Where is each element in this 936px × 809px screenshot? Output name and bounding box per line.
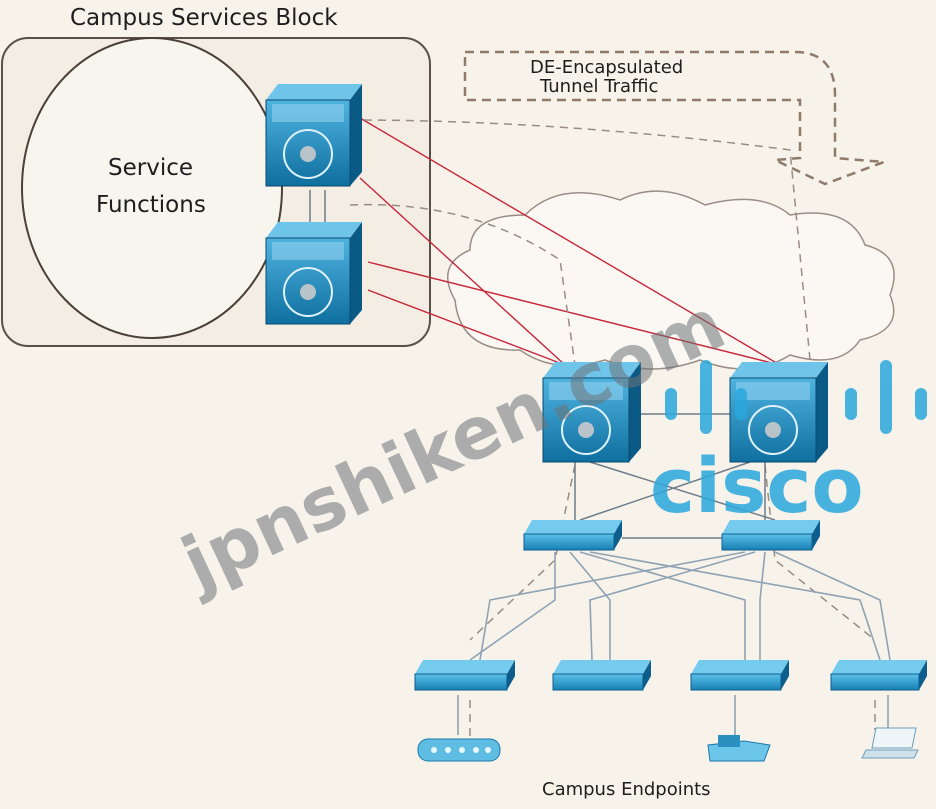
tunnel-label-line2: Tunnel Traffic bbox=[539, 76, 658, 97]
services-switch-bottom bbox=[265, 222, 362, 325]
core-switch-right bbox=[729, 362, 828, 463]
distribution-switch-left bbox=[523, 520, 622, 551]
access-switch-1 bbox=[414, 660, 515, 691]
core-interconnects bbox=[309, 190, 776, 539]
laptop-icon bbox=[861, 727, 919, 759]
dashed-tunnel-links bbox=[349, 119, 876, 740]
tunnel-label-line1: DE-Encapsulated bbox=[530, 57, 683, 78]
ip-phone-icon bbox=[707, 735, 771, 762]
service-functions-label-line2: Functions bbox=[96, 192, 206, 218]
access-point-icon bbox=[417, 738, 501, 762]
distribution-switch-right bbox=[721, 520, 820, 551]
access-switch-2 bbox=[552, 660, 651, 691]
access-switch-4 bbox=[830, 660, 927, 691]
campus-endpoints-label: Campus Endpoints bbox=[542, 779, 711, 800]
red-links bbox=[359, 117, 781, 366]
service-functions-label-line1: Service bbox=[108, 155, 193, 181]
campus-services-block-title: Campus Services Block bbox=[70, 5, 338, 31]
access-links bbox=[457, 551, 891, 738]
service-functions-circle bbox=[21, 37, 283, 339]
cisco-logo bbox=[665, 360, 927, 434]
core-switch-left bbox=[542, 362, 641, 463]
access-switch-3 bbox=[690, 660, 789, 691]
services-switch-top bbox=[265, 84, 362, 187]
cisco-logo-text: cisco bbox=[650, 441, 864, 530]
